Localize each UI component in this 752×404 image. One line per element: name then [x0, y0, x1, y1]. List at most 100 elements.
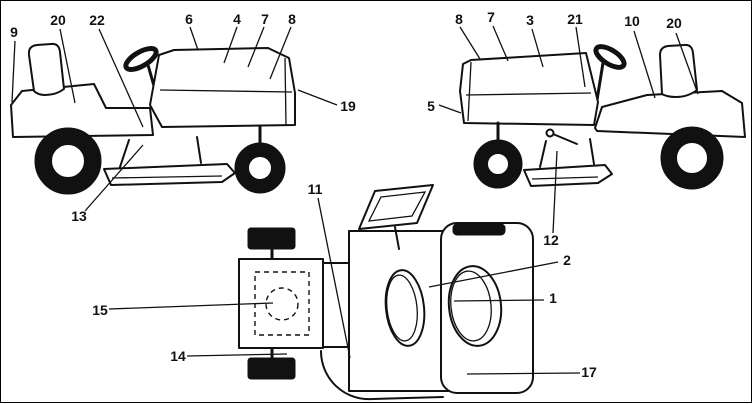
right-deck-skirt-line [531, 176, 599, 180]
callout-10-right: 10 [624, 13, 656, 99]
right-lift-lever [552, 133, 578, 145]
leader-line [575, 26, 586, 88]
leader-line [531, 28, 544, 68]
top-engine-cover [384, 269, 426, 347]
top-frame-connector [322, 262, 352, 348]
top-front-wheel-right [247, 357, 296, 380]
leader-line [247, 26, 265, 68]
right-steering-wheel [593, 44, 627, 70]
leader-line [675, 32, 699, 95]
leader-line [269, 26, 292, 80]
right-steering-column [595, 61, 605, 102]
right-deck-hanger-front [539, 140, 547, 168]
leader-line [189, 26, 199, 51]
callout-4-left: 4 [223, 11, 241, 64]
leader-line [98, 28, 144, 128]
callout-label: 10 [624, 13, 640, 29]
callout-20-left: 20 [50, 12, 76, 104]
right-mower-deck [523, 164, 613, 187]
left-deck-skirt-line [111, 175, 223, 179]
top-rear-trim [452, 223, 506, 236]
top-steering-wheel [358, 184, 434, 230]
callout-22-left: 22 [89, 12, 144, 128]
left-deck-hanger-rear [119, 139, 130, 168]
left-grille-line [284, 57, 287, 126]
callout-label: 20 [50, 12, 66, 28]
leader-line [552, 150, 558, 234]
top-deck-edge [319, 350, 444, 401]
left-hood [149, 47, 296, 128]
callout-label: 12 [543, 232, 559, 248]
callout-3-right: 3 [526, 12, 544, 68]
left-rear-hub [50, 143, 86, 179]
callout-label: 1 [549, 290, 557, 306]
callout-15-top: 15 [92, 302, 274, 318]
callout-label: 14 [170, 348, 186, 364]
right-lift-pivot [545, 128, 555, 138]
leader-line [223, 26, 238, 64]
callout-label: 19 [340, 98, 356, 114]
leader-line [11, 40, 16, 103]
right-grille-line [467, 61, 472, 122]
callout-1-top: 1 [453, 290, 557, 306]
callout-label: 6 [185, 11, 193, 27]
top-seat [447, 265, 503, 347]
callout-13-left: 13 [71, 144, 144, 224]
callout-5-right: 5 [427, 98, 462, 114]
top-seat-inner [450, 270, 492, 342]
callout-label: 3 [526, 12, 534, 28]
right-body [594, 90, 746, 138]
left-seat [27, 42, 65, 96]
right-hood [459, 52, 599, 126]
leader-line [459, 26, 481, 60]
callout-label: 4 [233, 11, 241, 27]
right-side-view [459, 43, 746, 190]
left-steering-wheel [123, 46, 159, 72]
callout-20-right: 20 [666, 15, 699, 95]
leader-line [84, 144, 144, 212]
callout-8-right: 8 [455, 11, 481, 60]
callout-label: 13 [71, 208, 87, 224]
left-body [10, 83, 154, 138]
callout-label: 5 [427, 98, 435, 114]
callout-label: 17 [581, 364, 597, 380]
callout-14-top: 14 [170, 348, 288, 364]
callout-label: 22 [89, 12, 105, 28]
callout-label: 2 [563, 252, 571, 268]
callout-label: 21 [567, 11, 583, 27]
top-front-wheel-left [247, 227, 296, 250]
leader-line [59, 28, 76, 104]
leader-line [633, 30, 656, 99]
callout-11-top: 11 [308, 181, 351, 359]
right-seat [659, 43, 698, 98]
callout-6-left: 6 [185, 11, 199, 51]
leader-line [317, 197, 351, 359]
right-deck-hanger-rear [589, 138, 595, 165]
leader-line [453, 299, 545, 302]
callout-9-left: 9 [10, 24, 18, 103]
left-side-view [10, 42, 296, 195]
callout-label: 15 [92, 302, 108, 318]
left-front-hub [247, 155, 273, 181]
leader-line [492, 25, 509, 62]
callout-17-top: 17 [466, 364, 597, 380]
callout-label: 7 [261, 11, 269, 27]
top-steering-column [394, 226, 400, 250]
callout-8-left: 8 [269, 11, 296, 80]
callout-21-right: 21 [567, 11, 586, 88]
left-hood-seam [159, 89, 293, 93]
callout-label: 8 [288, 11, 296, 27]
top-hidden-pulley [265, 287, 299, 321]
leader-line [438, 104, 462, 114]
leader-line [186, 353, 288, 357]
leader-line [297, 89, 338, 106]
callouts: 9 20 22 6 4 7 8 19 [10, 9, 699, 380]
top-view [238, 184, 534, 401]
callout-2-top: 2 [428, 252, 571, 288]
callout-7-left: 7 [247, 11, 269, 68]
top-steering-wheel-inner [367, 191, 427, 222]
right-front-hub [486, 152, 510, 176]
callout-label: 9 [10, 24, 18, 40]
